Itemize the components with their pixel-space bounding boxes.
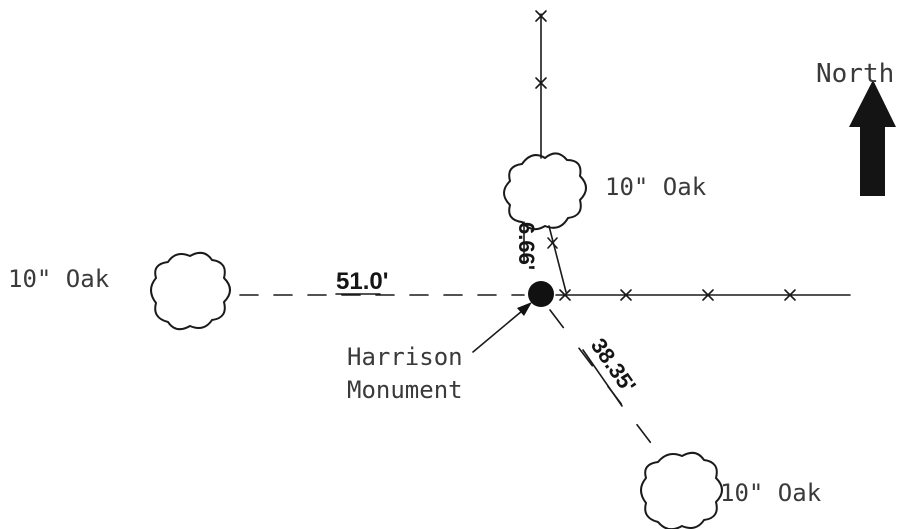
dashed-line-southeast <box>549 309 661 456</box>
distance-underline-southeast <box>582 349 623 407</box>
north-label: North <box>816 59 894 89</box>
distance-label-north: 6.66' <box>514 222 539 270</box>
monument-pointer <box>472 305 529 353</box>
distance-label-west: 51.0' <box>336 268 388 295</box>
fence-marks-north <box>535 10 547 89</box>
fence-mark-diagonal <box>547 237 558 249</box>
oak-tree-icon-west <box>150 251 231 331</box>
north-arrow-icon <box>849 80 896 196</box>
monument-label-line2: Monument <box>347 376 463 404</box>
fence-marks-east <box>559 289 796 301</box>
pointer-arrowhead-icon <box>517 302 532 316</box>
line-to-north-oak <box>548 225 567 293</box>
oak-tree-icon-southeast <box>640 451 723 529</box>
harrison-monument <box>528 281 554 307</box>
oak-tree-icon-north <box>503 152 587 231</box>
monument-label-line1: Harrison <box>347 343 463 371</box>
distance-group-north: 6.66' <box>514 222 539 270</box>
oak-label-west: 10" Oak <box>8 265 110 293</box>
oak-label-southeast: 10" Oak <box>720 479 822 507</box>
oak-label-north: 10" Oak <box>605 173 707 201</box>
